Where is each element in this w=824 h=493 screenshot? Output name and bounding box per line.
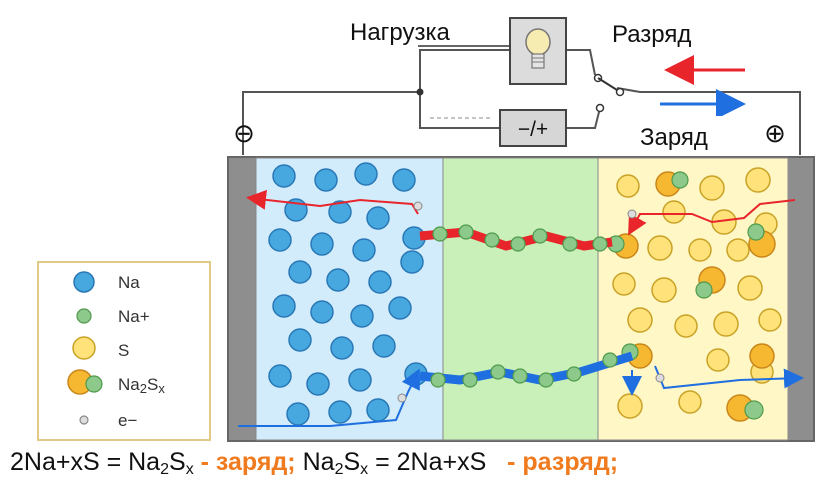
formula-part-3: Na [302,448,335,476]
cathode-electrode [788,158,813,440]
discharge-ion-path [246,189,796,252]
charge-label: Заряд [640,124,708,151]
legend-na-ion-icon [76,308,92,324]
legend-na-label: Na [118,273,140,292]
legend-box [37,261,211,441]
legend-na2sx-label: Na2Sx [118,375,165,396]
legend-electron-icon [79,415,89,425]
charge-tag: - заряд; [200,448,296,476]
legend-electron-label: e− [118,411,137,430]
switch-lever[interactable] [597,77,618,91]
reaction-formula: 2Na+xS = Na2Sx - заряд; Na2Sx = 2Na+xS -… [10,440,820,484]
formula-sub-4: x [360,461,369,478]
s-atoms [612,167,782,419]
formula-sub-1: 2 [160,461,169,478]
charge-label-bg [625,116,745,156]
battery-cell [227,156,815,442]
electrolyte-region [442,157,599,441]
legend-s-icon [72,336,96,360]
plus-terminal-icon: ⊕ [764,118,786,148]
discharge-label: Разряд [612,21,691,48]
switch-contact-right [615,87,625,97]
charge-ion-path [238,351,804,427]
switch-contact-lower [595,103,605,113]
junction-dot [416,88,424,96]
formula-part-4: S [343,448,361,476]
discharge-tag: - разряд; [507,448,619,476]
formula-sub-3: 2 [334,461,344,478]
na2sx-molecules [607,171,776,422]
legend-na-ion-label: Na+ [118,307,150,326]
formula-sub-2: x [185,461,194,478]
legend-s-label: S [118,341,129,360]
charger-box: −/+ [499,109,567,147]
na-atoms [268,162,428,426]
formula-part-5: = 2Na+xS [368,448,487,476]
formula-part-2: S [169,448,186,476]
formula-part-1: 2Na+xS = Na [10,448,161,476]
charger-label: −/+ [518,118,548,141]
minus-terminal-icon: ⊖ [233,118,255,148]
anode-electrode [229,158,256,440]
legend-na-icon [73,271,95,293]
legend: Na Na+ S Na2Sx e− [37,261,211,441]
load-lamp [509,17,567,85]
legend-na2sx-ion-icon [85,375,103,393]
bulb-icon [525,28,551,56]
load-label: Нагрузка [350,19,451,46]
